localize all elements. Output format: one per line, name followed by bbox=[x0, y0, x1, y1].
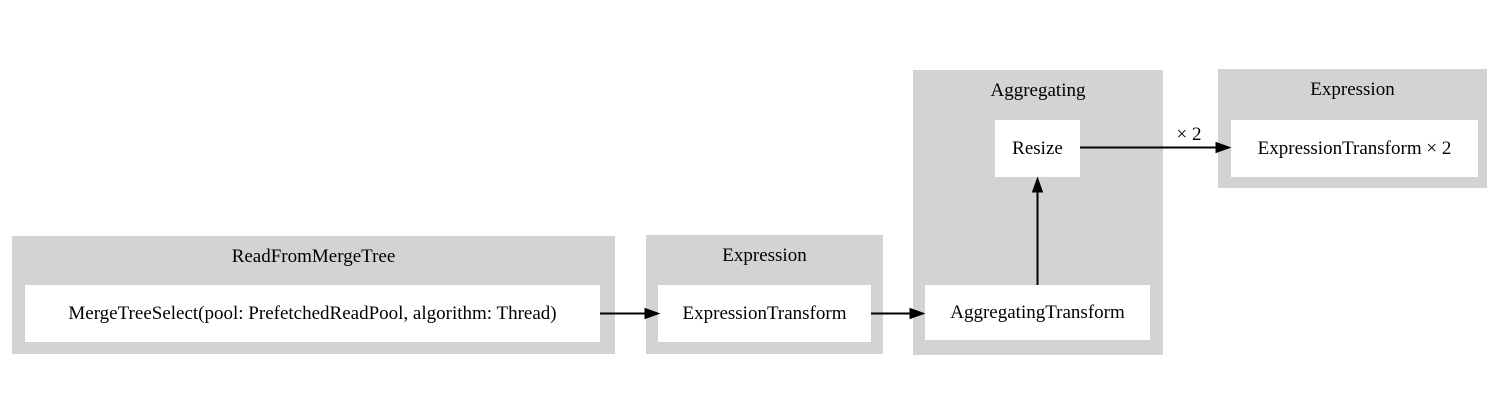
cluster-title: ReadFromMergeTree bbox=[231, 246, 396, 267]
cluster-title: Expression bbox=[1310, 79, 1395, 100]
cluster-expression-2: Expression ExpressionTransform × 2 bbox=[1218, 69, 1487, 188]
node-resize: Resize bbox=[995, 120, 1080, 177]
cluster-title: Expression bbox=[722, 245, 807, 266]
node-expressiontransform-x2: ExpressionTransform × 2 bbox=[1231, 120, 1478, 177]
node-aggregatingtransform: AggregatingTransform bbox=[925, 285, 1150, 340]
cluster-title: Aggregating bbox=[990, 80, 1086, 101]
node-expressiontransform: ExpressionTransform bbox=[658, 285, 871, 342]
cluster-aggregating: Aggregating Resize AggregatingTransform bbox=[913, 70, 1163, 355]
node-mergetreeselect: MergeTreeSelect(pool: PrefetchedReadPool… bbox=[25, 285, 600, 342]
cluster-expression-1: Expression ExpressionTransform bbox=[646, 235, 883, 354]
cluster-readfrommergetree: ReadFromMergeTree MergeTreeSelect(pool: … bbox=[12, 236, 615, 354]
edge-label-multiplier: × 2 bbox=[1176, 124, 1202, 145]
